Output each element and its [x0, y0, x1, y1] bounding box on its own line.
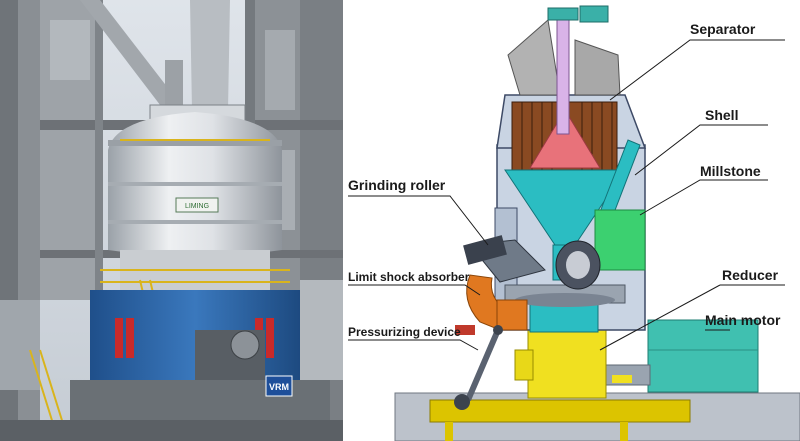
blue-base — [0, 290, 343, 441]
millstone — [504, 284, 626, 333]
separator — [496, 5, 647, 171]
mill-diagram: Separator Shell Millstone Grinding rolle… — [343, 0, 800, 441]
label-main-motor: Main motor — [705, 312, 781, 328]
grinding-roller — [463, 235, 601, 290]
main-motor — [599, 319, 759, 393]
leader-lines — [348, 39, 785, 351]
vrm-nameplate-text: VRM — [269, 382, 289, 392]
roller-arm — [454, 274, 528, 410]
label-separator: Separator — [690, 21, 756, 37]
label-grinding-roller: Grinding roller — [348, 177, 446, 193]
mill-body: LIMING — [108, 104, 282, 290]
label-shell: Shell — [705, 107, 738, 123]
mill-photo: LIMING VRM — [0, 0, 343, 441]
brand-sign: LIMING — [185, 203, 209, 210]
label-pressurizing-device: Pressurizing device — [348, 325, 461, 339]
label-reducer: Reducer — [722, 267, 779, 283]
reducer — [514, 329, 607, 399]
vrm-nameplate — [265, 375, 293, 397]
foundation — [394, 392, 800, 441]
label-millstone: Millstone — [700, 163, 761, 179]
label-limit-shock-absorber: Limit shock absorber — [348, 270, 470, 284]
